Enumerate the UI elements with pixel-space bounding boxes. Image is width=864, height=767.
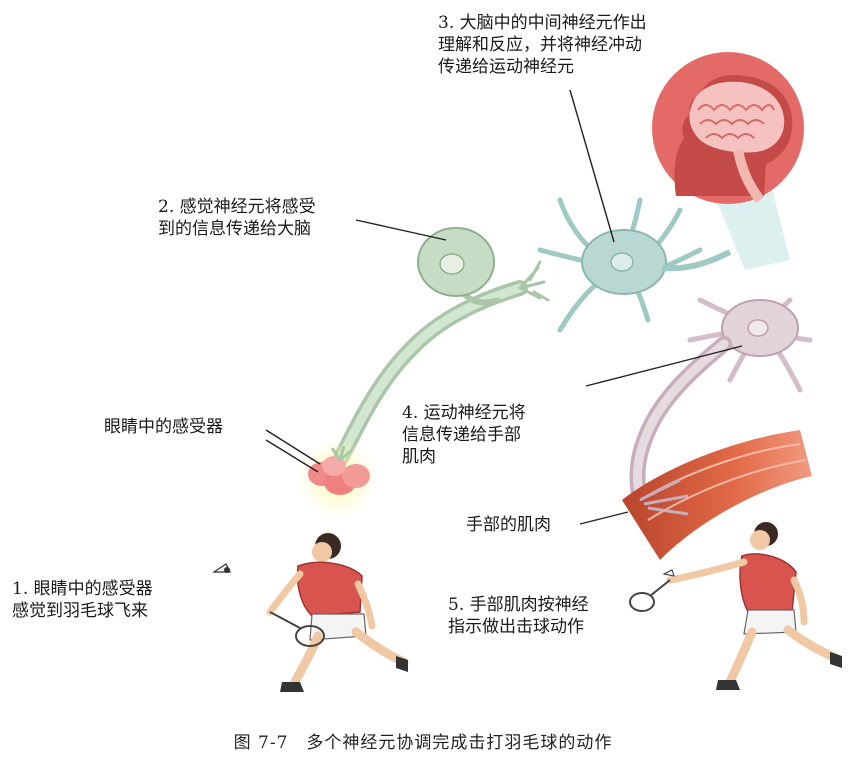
label-step5: 5. 手部肌肉按神经 指示做出击球动作 [448, 595, 589, 637]
figure-title: 多个神经元协调完成击打羽毛球的动作 [306, 733, 613, 753]
label-step4: 4. 运动神经元将 信息传递给手部 肌肉 [402, 403, 526, 467]
brain-head-icon [652, 52, 804, 204]
pointer-step2 [355, 219, 447, 241]
figure-caption: 图 7-7 多个神经元协调完成击打羽毛球的动作 [0, 728, 864, 753]
pointer-receptor-a [265, 429, 321, 465]
hand-muscle [622, 430, 812, 560]
figure-number: 图 7-7 [233, 733, 289, 753]
eye-receptor [298, 438, 378, 518]
pointer-muscle [579, 511, 629, 525]
sensory-neuron [332, 227, 550, 468]
label-step3: 3. 大脑中的中间神经元作出 理解和反应，并将神经冲动 传递给运动神经元 [438, 13, 647, 77]
motor-neuron [629, 297, 813, 508]
badminton-player-1 [266, 533, 409, 692]
label-receptor: 眼睛中的感受器 [104, 417, 223, 437]
pointer-step4 [585, 345, 743, 387]
label-muscle: 手部的肌肉 [466, 515, 551, 535]
label-step1: 1. 眼睛中的感受器 感觉到羽毛球飞来 [12, 579, 153, 621]
badminton-player-2 [629, 522, 842, 690]
shuttlecock-icon [212, 563, 231, 573]
pointer-receptor-b [265, 439, 319, 473]
pointer-step3 [569, 89, 615, 243]
pointer-lines [265, 89, 743, 525]
label-step2: 2. 感觉神经元将感受 到的信息传递给大脑 [158, 197, 316, 239]
interneuron [537, 197, 732, 333]
